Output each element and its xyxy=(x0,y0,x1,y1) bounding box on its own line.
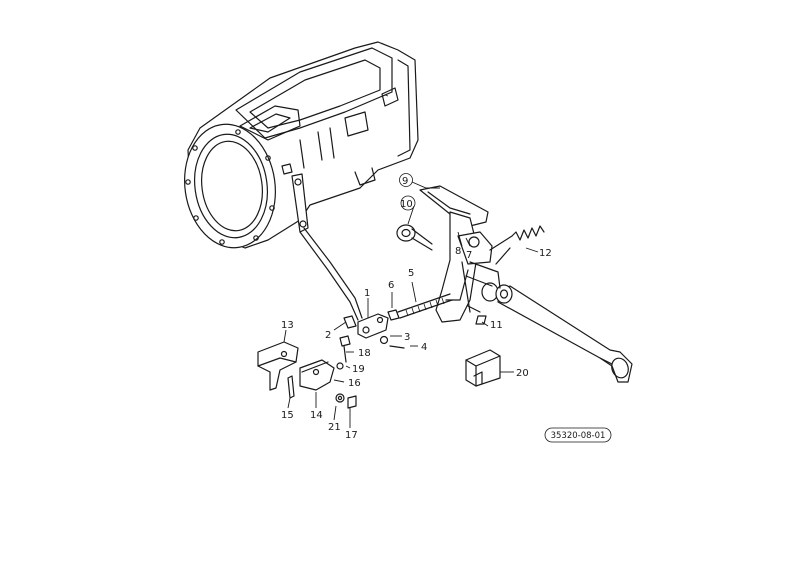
callout-16: 16 xyxy=(348,378,361,389)
clutch-pedal-assembly xyxy=(396,185,633,383)
release-lever xyxy=(291,173,363,321)
callout-8: 8 xyxy=(455,246,461,257)
callout-1: 1 xyxy=(364,288,370,299)
bracket-assembly xyxy=(257,335,357,409)
callout-10-circle xyxy=(400,195,416,211)
callout-2: 2 xyxy=(325,330,331,341)
transmission-housing xyxy=(184,41,419,249)
reference-code: 35320-08-01 xyxy=(551,431,606,441)
pedal-pad xyxy=(465,349,501,387)
leader-lines xyxy=(283,181,539,428)
callouts: 1 2 3 4 5 6 7 8 9 10 11 12 13 14 15 16 1… xyxy=(281,173,552,441)
callout-6: 6 xyxy=(388,280,394,291)
callout-18: 18 xyxy=(358,348,371,359)
callout-15: 15 xyxy=(281,410,294,421)
callout-20: 20 xyxy=(516,368,529,379)
callout-9-circle xyxy=(399,173,413,187)
callout-10: 10 xyxy=(400,199,413,210)
callout-7: 7 xyxy=(466,250,472,261)
callout-11: 11 xyxy=(490,320,503,331)
clevis-yoke xyxy=(343,313,405,349)
callout-4: 4 xyxy=(421,342,427,353)
callout-13: 13 xyxy=(281,320,294,331)
callout-21: 21 xyxy=(328,422,341,433)
callout-5: 5 xyxy=(408,268,414,279)
callout-12: 12 xyxy=(539,248,552,259)
callout-17: 17 xyxy=(345,430,358,441)
callout-9: 9 xyxy=(402,176,408,187)
callout-19: 19 xyxy=(352,364,365,375)
callout-14: 14 xyxy=(310,410,323,421)
clutch-rod xyxy=(387,293,453,321)
reference-code-badge: 35320-08-01 xyxy=(544,427,612,443)
callout-3: 3 xyxy=(404,332,410,343)
